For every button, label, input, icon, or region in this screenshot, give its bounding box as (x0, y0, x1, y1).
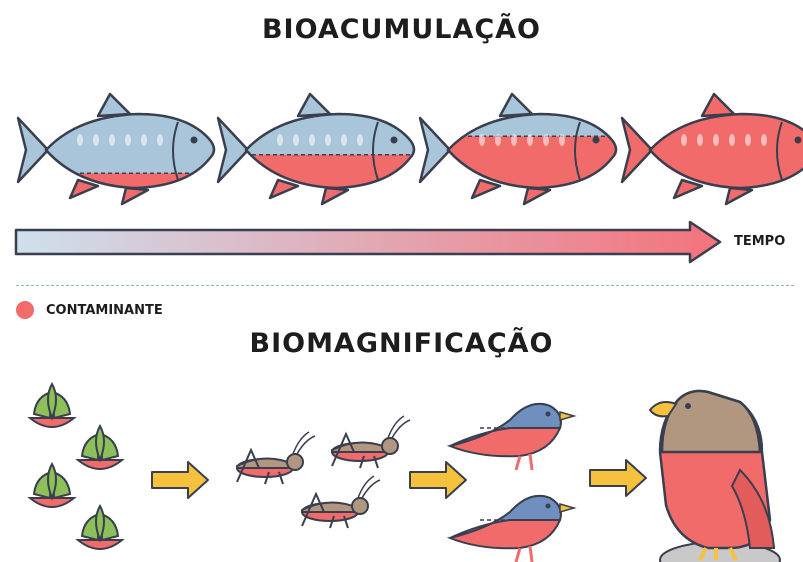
fish-contaminant-fill (218, 155, 428, 200)
fish-tail (622, 118, 652, 182)
fish-tail (218, 118, 248, 182)
bird-icon (450, 404, 574, 562)
fish-contaminant-fill (622, 114, 803, 200)
fish-pelvic-fin (70, 180, 98, 198)
chain-arrow-2 (410, 462, 466, 498)
fish-stage-2 (218, 94, 428, 204)
fish-anal-fin (322, 188, 348, 204)
fish-pelvic-fin (674, 180, 702, 198)
fish-stage-4 (622, 94, 803, 204)
fish-stage-1 (18, 94, 228, 204)
fish-pelvic-fin (472, 180, 500, 198)
fish-stage-3 (420, 94, 630, 204)
fish-tail (18, 118, 48, 182)
fish-anal-fin (726, 188, 752, 204)
contaminant-legend-label: CONTAMINANTE (46, 303, 163, 318)
section-divider (16, 285, 794, 286)
fish-anal-fin (122, 188, 148, 204)
fish-eye (391, 137, 398, 144)
contaminant-legend-swatch (16, 301, 34, 319)
fish-row (18, 94, 803, 204)
fish-eye (593, 137, 600, 144)
fish-tail (420, 118, 450, 182)
chain-arrow-1 (152, 462, 208, 498)
time-arrow (16, 222, 720, 262)
fish-dorsal-fin (98, 94, 130, 116)
biomagnification-title: BIOMAGNIFICAÇÃO (0, 328, 803, 359)
grasshopper-icon (237, 416, 410, 528)
fish-anal-fin (524, 188, 550, 204)
chain-arrow-3 (590, 460, 646, 496)
fish-eye (795, 137, 802, 144)
plant-icon (30, 384, 122, 549)
fish-dorsal-fin (500, 94, 532, 116)
fish-dorsal-fin (702, 94, 734, 116)
fish-eye (191, 137, 198, 144)
fish-dorsal-fin (298, 94, 330, 116)
fish-pelvic-fin (270, 180, 298, 198)
eagle-icon (650, 391, 780, 562)
time-axis-label: TEMPO (734, 234, 785, 249)
